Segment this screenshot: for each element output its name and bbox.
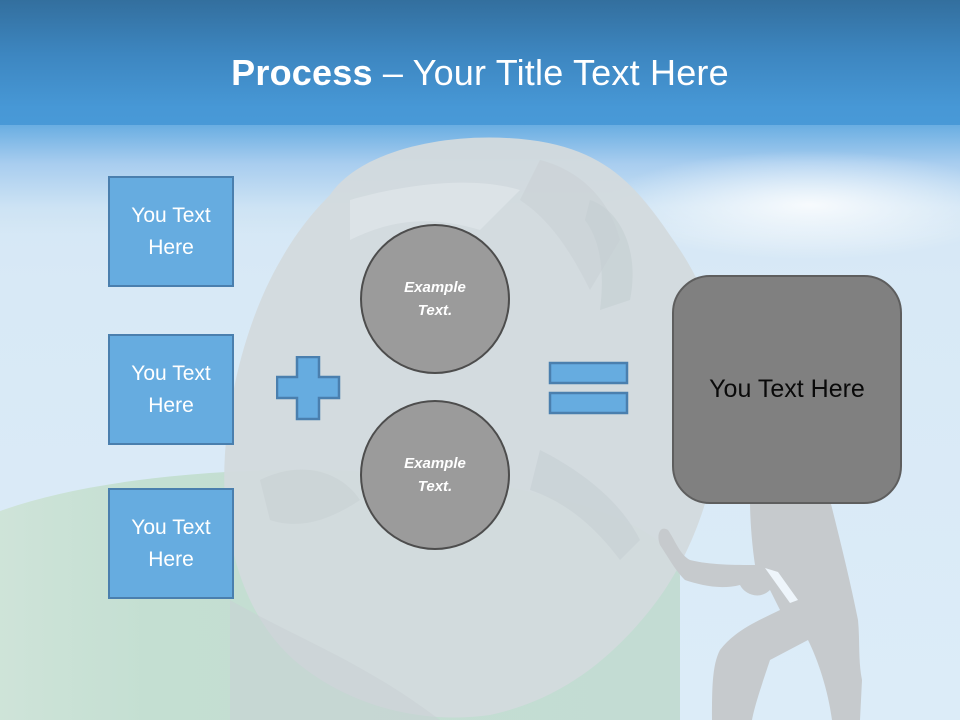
title-rest: Your Title Text Here [412, 52, 729, 93]
input-box-1[interactable]: You Text Here [108, 176, 234, 287]
input-box-2-label: You Text Here [131, 361, 211, 417]
example-circle-2[interactable]: Example Text. [360, 400, 510, 550]
example-circle-1-label: Example Text. [404, 279, 466, 319]
example-circle-2-label: Example Text. [404, 455, 466, 495]
plus-icon[interactable] [276, 356, 342, 422]
input-box-1-label: You Text Here [131, 203, 211, 259]
title-bar-background [0, 0, 960, 135]
result-box[interactable]: You Text Here [672, 275, 902, 504]
equals-icon[interactable] [548, 361, 630, 417]
title-separator: – [372, 52, 413, 93]
slide-title: Process – Your Title Text Here [0, 52, 960, 94]
title-bold: Process [231, 52, 373, 93]
input-box-3[interactable]: You Text Here [108, 488, 234, 599]
result-box-label: You Text Here [709, 375, 865, 403]
input-box-3-label: You Text Here [131, 515, 211, 571]
input-box-2[interactable]: You Text Here [108, 334, 234, 445]
example-circle-1[interactable]: Example Text. [360, 224, 510, 374]
